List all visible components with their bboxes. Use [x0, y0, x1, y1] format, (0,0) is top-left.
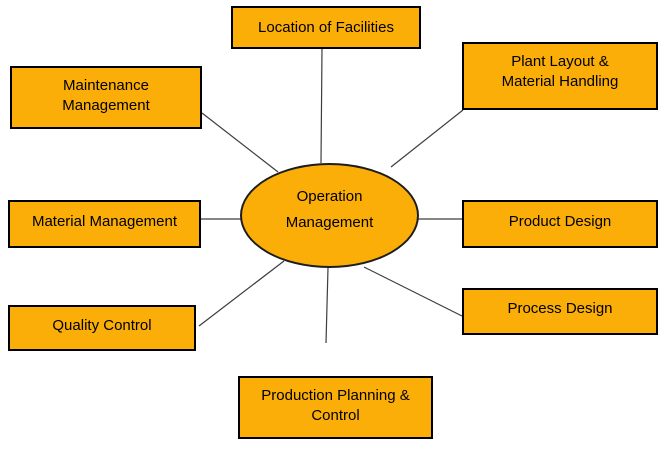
node-label: Product Design [508, 213, 612, 230]
node-quality-control: Quality Control [8, 305, 196, 351]
node-location-of-facilities: Location of Facilities [231, 6, 421, 49]
node-maintenance-management: Maintenance Management [10, 66, 202, 129]
connector-maintenance-management [201, 112, 279, 173]
node-production-planning-control: Production Planning & Control [238, 376, 433, 439]
connector-plant-layout-material-handling [390, 109, 464, 168]
node-label: Location of Facilities [258, 19, 394, 36]
node-material-management: Material Management [8, 200, 201, 248]
connector-production-planning-control [325, 267, 329, 344]
node-label: Material Management [31, 213, 178, 230]
connector-process-design [363, 266, 463, 317]
node-label: Plant Layout & Material Handling [501, 53, 619, 90]
node-label: Process Design [507, 300, 613, 317]
node-plant-layout-material-handling: Plant Layout & Material Handling [462, 42, 658, 110]
node-process-design: Process Design [462, 288, 658, 335]
node-product-design: Product Design [462, 200, 658, 248]
node-label: Production Planning & Control [261, 387, 410, 424]
node-label: Quality Control [52, 317, 152, 334]
node-operation-management-center: Operation Management [240, 163, 419, 268]
connector-quality-control [198, 260, 285, 327]
connector-location-of-facilities [320, 48, 323, 164]
center-node-label: Operation Management [285, 187, 374, 231]
node-label: Maintenance Management [62, 77, 150, 114]
